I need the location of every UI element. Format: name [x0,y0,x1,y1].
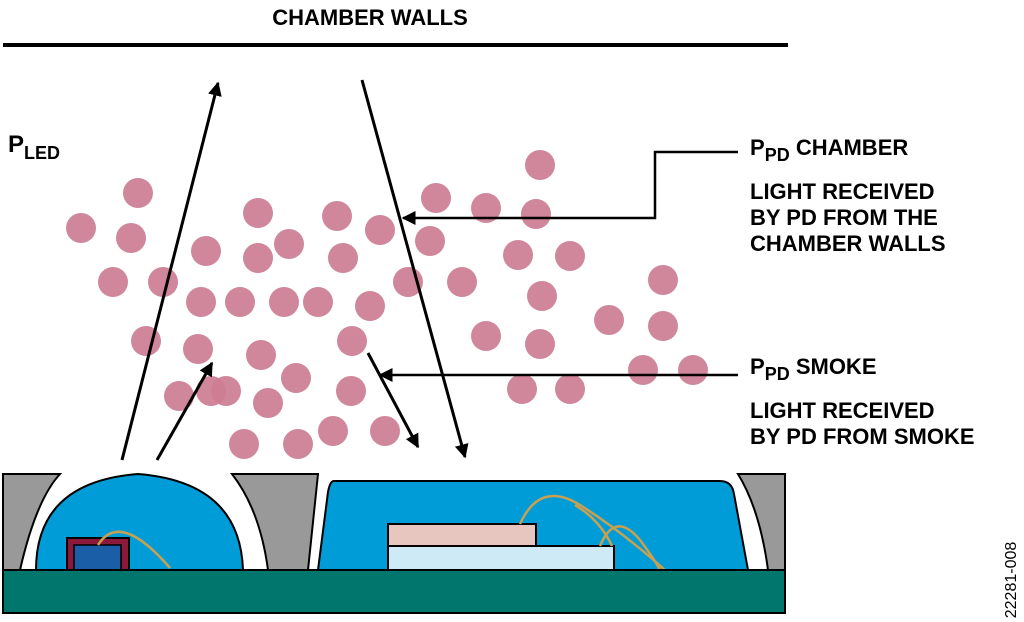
led-ray-to-wall [120,81,222,461]
smoke-particle [555,241,585,271]
smoke-particle [507,374,537,404]
pd-bondwire-3 [574,503,614,547]
pcb-substrate [2,569,786,614]
smoke-particle [525,150,555,180]
smoke-particle [471,321,501,351]
smoke-particle [447,267,477,297]
smoke-particle [186,287,216,317]
smoke-particle [253,388,283,418]
smoke-particle [191,236,221,266]
pd-chamber-label: PPD CHAMBER [750,135,908,165]
smoke-particle [164,381,194,411]
led-bondwire [96,530,171,569]
smoke-particle [243,243,273,273]
smoke-particle [527,281,557,311]
pd-die-base [387,545,615,571]
smoke-particle [303,287,333,317]
smoke-particle [281,363,311,393]
pd-bondwire-2 [598,525,662,571]
smoke-particle [148,267,178,297]
figure-id: 22281-008 [1003,542,1020,619]
smoke-particle [229,429,259,459]
smoke-particle [337,326,367,356]
smoke-particle [318,416,348,446]
smoke-particle [594,305,624,335]
smoke-particle [628,355,658,385]
smoke-scatter-ray [366,352,420,449]
smoke-particle [269,287,299,317]
smoke-particle [328,243,358,273]
smoke-particle [336,376,366,406]
middle-barrier-wall [229,473,320,571]
led-ray-to-smoke [155,361,214,461]
p-led-label: PLED [8,131,60,163]
smoke-particle [322,201,352,231]
smoke-particle [525,329,555,359]
smoke-particles [66,150,708,459]
pd-smoke-description: LIGHT RECEIVED BY PD FROM SMOKE [750,398,975,449]
chamber-walls-title: CHAMBER WALLS [272,5,468,30]
smoke-particle [66,213,96,243]
smoke-particle [355,291,385,321]
smoke-particle [246,340,276,370]
smoke-particle [555,374,585,404]
pd-bondwire-1 [518,494,666,571]
smoke-particle [415,226,445,256]
smoke-particle [98,267,128,297]
led-die [73,544,122,571]
wall-reflection-ray [360,79,469,459]
smoke-particle [521,199,551,229]
smoke-particle [243,198,273,228]
smoke-particle [183,334,213,364]
pd-chamber-description: LIGHT RECEIVED BY PD FROM THE CHAMBER WA… [750,179,946,256]
pd-chamber-leader [401,150,738,225]
pd-smoke-label: PPD SMOKE [750,354,877,384]
smoke-particle [370,416,400,446]
pd-die-top [387,523,537,547]
smoke-particle [648,311,678,341]
chamber-wall-line [3,43,788,47]
smoke-particle [365,215,395,245]
smoke-particle [421,183,451,213]
smoke-particle [678,355,708,385]
smoke-particle [503,240,533,270]
smoke-particle [471,193,501,223]
smoke-particle [123,178,153,208]
smoke-particle [648,265,678,295]
smoke-particle [225,287,255,317]
smoke-particle [116,223,146,253]
smoke-particle [211,376,241,406]
smoke-particle [274,229,304,259]
smoke-particle [283,429,313,459]
